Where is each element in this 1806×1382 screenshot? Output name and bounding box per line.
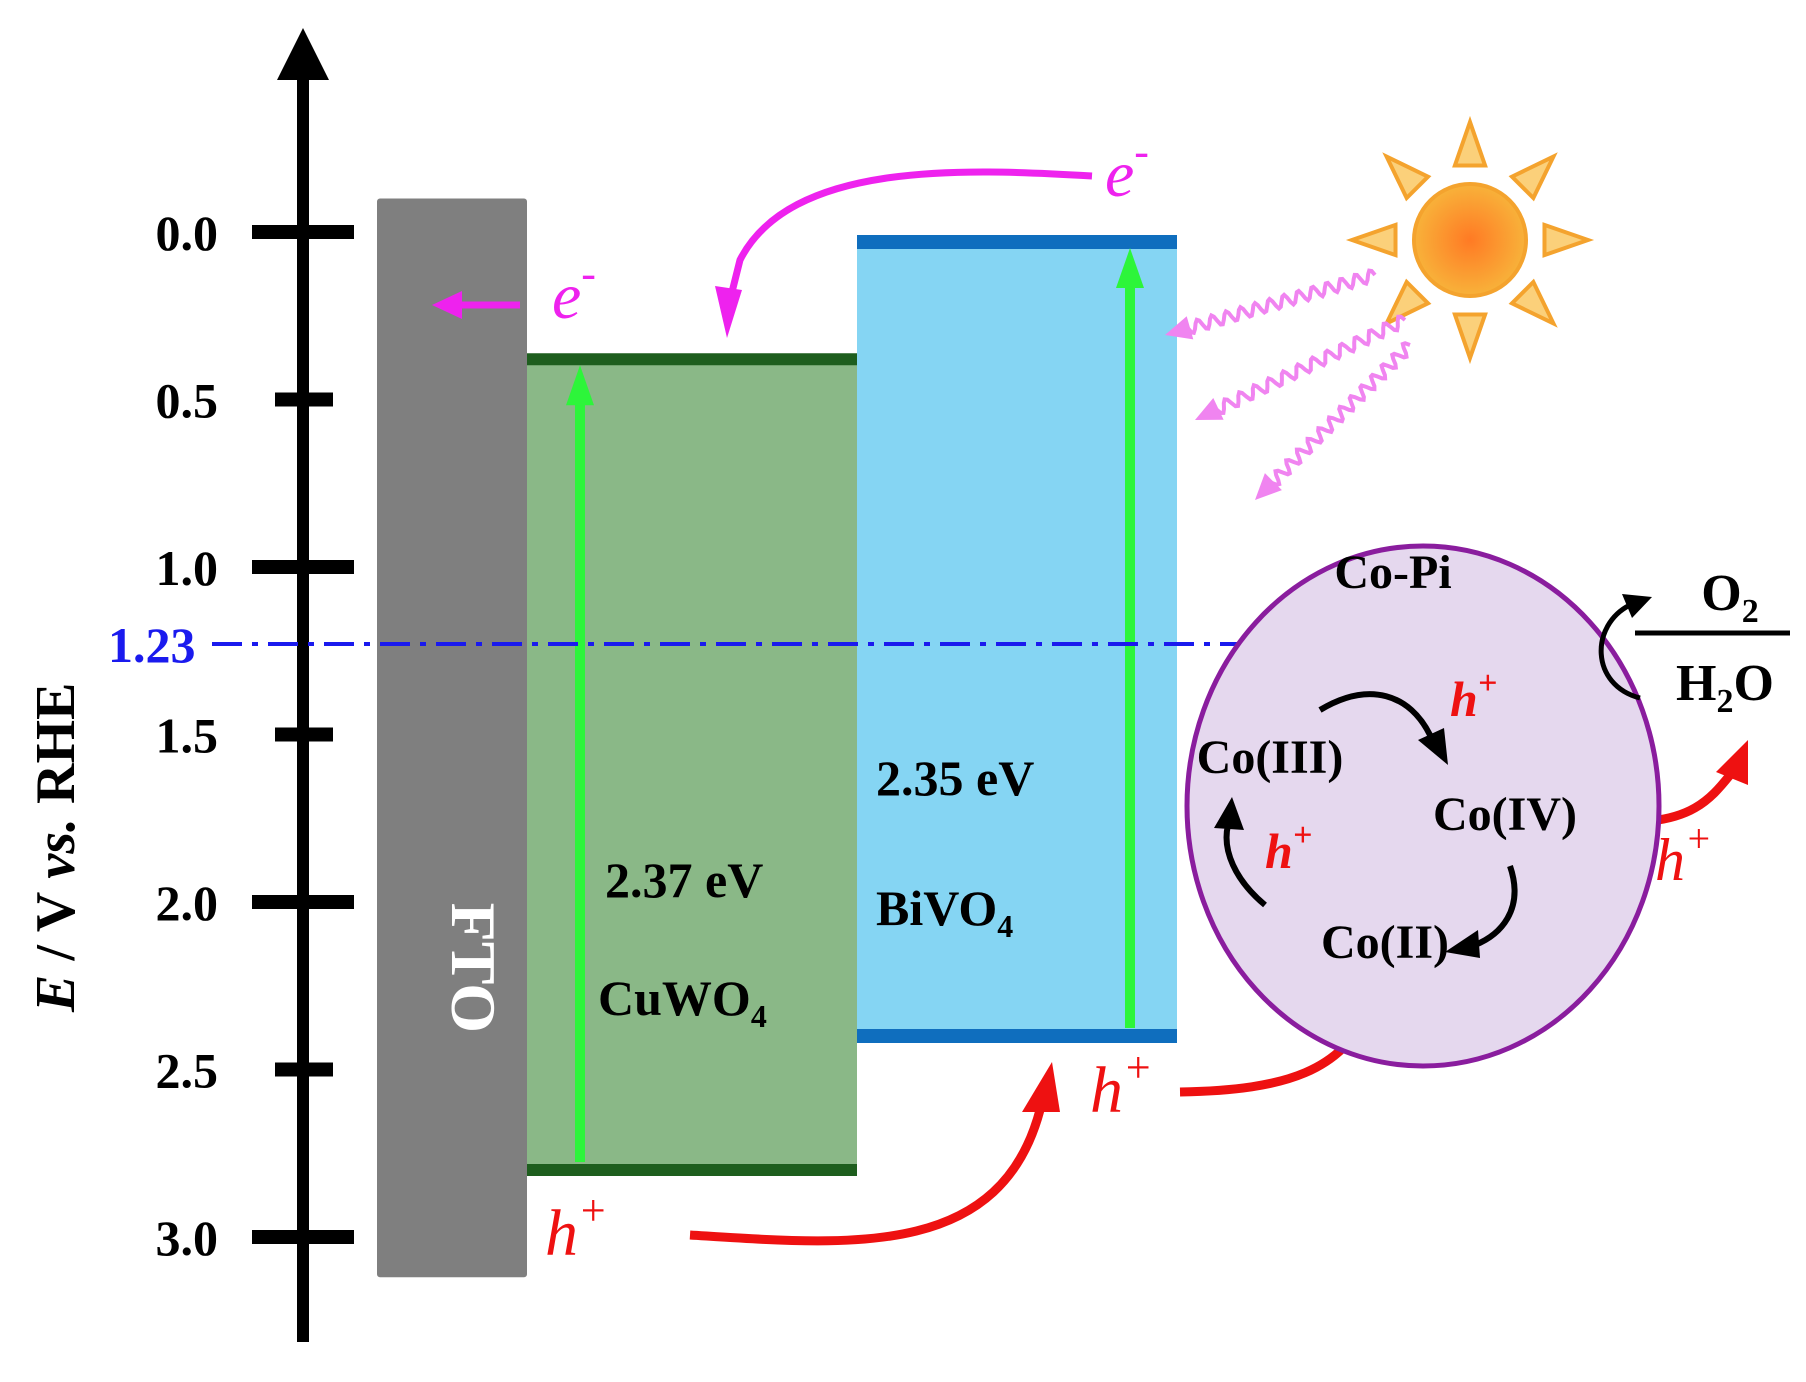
axis-tick-label: 2.0 [156,875,219,931]
cycle-arrow-co2-to-co3 [1223,824,1267,908]
electron-curved-arrow [726,168,1093,301]
reference-potential-label: 1.23 [108,617,196,673]
axis-arrowhead [277,28,329,80]
electron-curved-arrowhead [715,286,742,338]
copi-hole-lower: h+ [1265,817,1312,879]
copi-cocatalyst: Co-Pi Co(III) Co(IV) Co(II) h+ h+ [1184,543,1662,1069]
bivo4-formula: BiVO4 [876,880,1013,944]
axis-tick-label: 3.0 [156,1210,219,1266]
axis-tick-label: 0.0 [156,205,219,261]
light-ray [1271,341,1411,487]
cuwo4-formula: CuWO4 [598,970,767,1034]
hole-arrowhead-copi-to-water [1716,740,1748,785]
water-label: H2O [1676,655,1774,720]
light-ray-arrowhead [1165,316,1194,340]
cuwo4-excitation-arrowhead [566,365,594,406]
sun-ray [1452,312,1488,365]
cycle-arrowhead-co3-to-co4 [1418,728,1448,765]
bivo4-bandgap: 2.35 eV [876,750,1034,806]
copi-co2: Co(II) [1321,916,1449,969]
axis-tick-label: 0.5 [156,373,219,429]
bivo4-excitation-arrowhead [1116,248,1144,289]
sun-icon [1345,115,1595,365]
sun-ray [1382,278,1432,328]
redox-curl-arrowhead [1622,594,1652,618]
cycle-arrowhead-co4-to-co2 [1445,930,1480,958]
copi-co3: Co(III) [1197,731,1344,784]
redox-curl-arrow [1598,602,1641,701]
hole-label-release: h+ [1655,816,1712,893]
axis-tick-label: 2.5 [156,1043,219,1099]
copi-co4: Co(IV) [1433,788,1577,841]
hole-label-bivo4: h+ [1090,1043,1153,1127]
cycle-arrowhead-co2-to-co3 [1214,797,1244,830]
cycle-arrow-co3-to-co4 [1318,691,1433,737]
hole-label-cuwo4: h+ [545,1186,608,1270]
sun-ray [1508,278,1558,328]
bivo4-band [857,242,1177,1037]
cuwo4-bandgap: 2.37 eV [605,852,763,908]
light-ray [1215,314,1407,416]
axis-title-reference: RHE [25,683,87,818]
electron-transfer: e- e- [432,127,1149,338]
copi-title: Co-Pi [1334,546,1451,599]
light-rays [1165,268,1411,500]
light-ray-arrowhead [1195,398,1224,420]
sun-ray [1508,152,1558,202]
hole-arrow-cuwo4-to-bivo4 [689,1108,1045,1246]
light-ray [1186,268,1377,336]
electron-to-fto-arrowhead [432,291,462,319]
axis-tick-label: 1.5 [156,708,219,764]
oxygen-label: O2 [1701,565,1758,630]
copi-hole-upper: h+ [1450,665,1497,727]
water-oxidation: O2 H2O [1598,565,1790,720]
cycle-arrow-co4-to-co2 [1473,865,1518,948]
fto-label: FTO [438,903,509,1033]
electron-label-bivo4: e- [1105,127,1149,211]
axis-ticks: 0.0 0.5 1.0 1.5 2.0 2.5 3.0 [156,205,354,1266]
axis-title-variable: E [25,975,87,1013]
axis-title: E / V vs. RHE [25,683,87,1013]
axis-title-vs: vs. [25,818,87,879]
axis-title-units: / V [25,879,87,975]
copi-particle [1184,543,1662,1069]
sun-ray [1382,152,1432,202]
sun-ray [1542,222,1595,258]
sun-rays [1345,115,1595,365]
light-ray-arrowhead [1255,473,1282,500]
electron-label-cuwo4: e- [552,249,596,333]
sun-disc [1412,182,1528,298]
sun-ray [1345,222,1398,258]
fto-substrate [377,198,527,1278]
hole-arrowhead-cuwo4-to-bivo4 [1022,1062,1060,1112]
sun-ray [1452,115,1488,168]
energy-axis: 0.0 0.5 1.0 1.5 2.0 2.5 3.0 [156,28,354,1342]
axis-tick-label: 1.0 [156,540,219,596]
